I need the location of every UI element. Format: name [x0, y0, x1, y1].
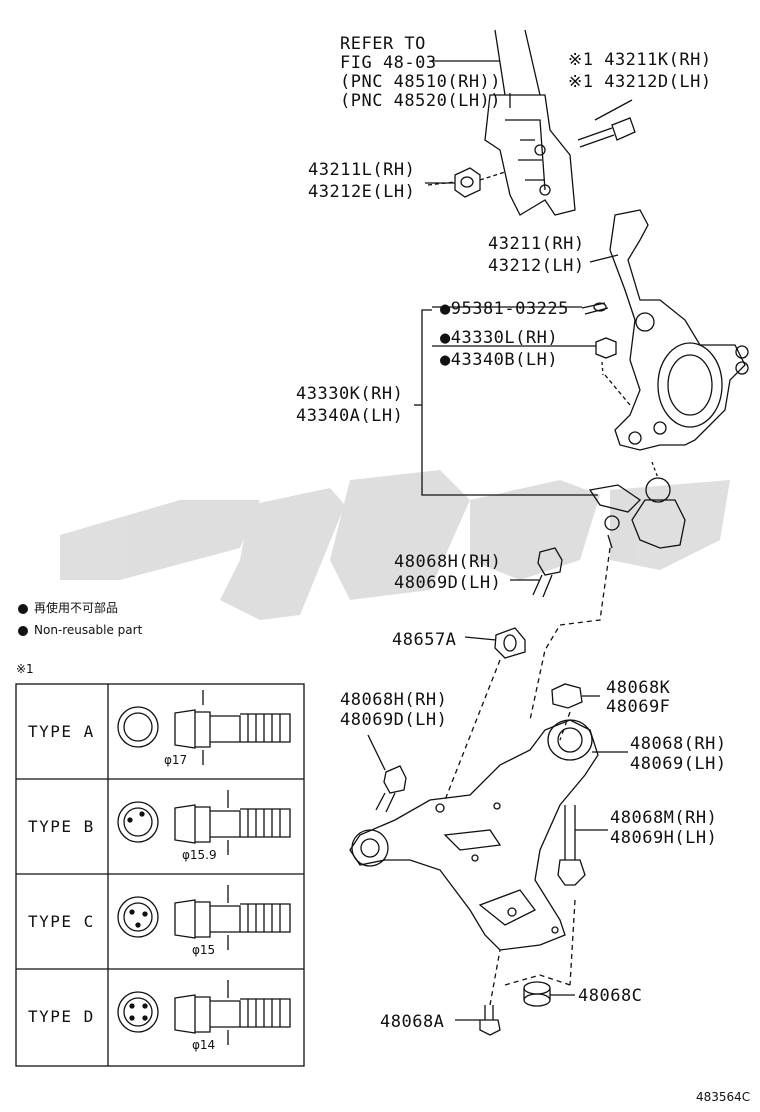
lower-arm-drawing — [349, 719, 599, 951]
low-bolt-drawing — [367, 734, 407, 813]
part-bolt-top-rh[interactable]: ※1 43211K(RH) — [568, 50, 712, 70]
part-knuckle-rh[interactable]: 43211(RH) — [488, 234, 585, 254]
ball-joint-drawing — [588, 461, 686, 549]
part-cotter-pin[interactable]: ●95381-03225 — [440, 299, 569, 319]
long-bolt-drawing — [557, 805, 586, 886]
legend-en-text: Non-reusable part — [34, 623, 143, 637]
refer-line-3: (PNC 48510(RH)) — [340, 72, 502, 92]
legend-jp-text: 再使用不可部品 — [34, 601, 119, 615]
part-nut-k[interactable]: 48068K — [606, 678, 671, 698]
type-table — [15, 683, 305, 1067]
type-d-bolt-drawing — [117, 980, 291, 1045]
bolt-top-drawing — [577, 99, 636, 148]
part-low-bolt-lh[interactable]: 48069D(LH) — [340, 710, 448, 730]
type-a-diameter: φ17 — [164, 753, 188, 767]
type-d-label: TYPE D — [28, 1007, 95, 1026]
part-mid-bolt-rh[interactable]: 48068H(RH) — [394, 552, 502, 572]
part-mid-bolt-lh[interactable]: 48069D(LH) — [394, 573, 502, 593]
part-knuckle-lh[interactable]: 43212(LH) — [488, 256, 585, 276]
type-a-bolt-drawing — [117, 690, 291, 765]
knuckle-drawing — [604, 209, 749, 451]
refer-line-1: REFER TO — [340, 34, 426, 54]
refer-line-2: FIG 48-03 — [340, 53, 437, 73]
part-long-bolt-rh[interactable]: 48068M(RH) — [610, 808, 718, 828]
nut-k-drawing — [551, 683, 583, 709]
part-nut-f[interactable]: 48069F — [606, 697, 671, 717]
part-ball-joint-rh[interactable]: 43330K(RH) — [296, 384, 404, 404]
ball-nut-drawing — [595, 337, 617, 376]
part-nut-lh[interactable]: 43212E(LH) — [308, 182, 416, 202]
cotter-pin-drawing — [581, 302, 609, 315]
watermark-logo — [60, 470, 730, 620]
legend-jp: 再使用不可部品 — [18, 601, 118, 615]
legend-dot-icon — [18, 603, 28, 614]
part-ball-joint-lh[interactable]: 43340A(LH) — [296, 406, 404, 426]
part-bush-c[interactable]: 48068C — [578, 986, 643, 1006]
part-arm-lh[interactable]: 48069(LH) — [630, 754, 727, 774]
figure-id: 483564C — [696, 1090, 751, 1104]
type-c-bolt-drawing — [117, 885, 291, 950]
bracket-drawing — [494, 627, 526, 659]
part-long-bolt-lh[interactable]: 48069H(LH) — [610, 828, 718, 848]
part-ball-nut-rh[interactable]: ●43330L(RH) — [440, 328, 559, 348]
refer-line-4: (PNC 48520(LH)) — [340, 91, 502, 111]
dashed-guide-lines — [444, 547, 611, 1006]
type-b-bolt-drawing — [117, 790, 291, 855]
type-b-label: TYPE B — [28, 817, 95, 836]
legend-en: Non-reusable part — [18, 623, 142, 637]
bolt-a-drawing — [479, 1005, 501, 1036]
ball-joint-bracket-line — [414, 309, 598, 496]
legend-dot-icon — [18, 625, 28, 636]
type-a-label: TYPE A — [28, 722, 95, 741]
type-d-diameter: φ14 — [192, 1038, 216, 1052]
part-arm-rh[interactable]: 48068(RH) — [630, 734, 727, 754]
bush-c-drawing — [523, 981, 551, 1007]
part-low-bolt-rh[interactable]: 48068H(RH) — [340, 690, 448, 710]
mid-bolt-drawing — [532, 547, 563, 598]
type-c-diameter: φ15 — [192, 943, 216, 957]
strut-drawing — [484, 29, 576, 216]
type-table-mark: ※1 — [16, 662, 34, 676]
part-bolt-top-lh[interactable]: ※1 43212D(LH) — [568, 72, 712, 92]
part-bracket[interactable]: 48657A — [392, 630, 457, 650]
leader-lines — [425, 60, 628, 1021]
part-bolt-a[interactable]: 48068A — [380, 1012, 445, 1032]
type-b-diameter: φ15.9 — [182, 848, 217, 862]
part-nut-rh[interactable]: 43211L(RH) — [308, 160, 416, 180]
type-c-label: TYPE C — [28, 912, 95, 931]
part-ball-nut-lh[interactable]: ●43340B(LH) — [440, 350, 559, 370]
